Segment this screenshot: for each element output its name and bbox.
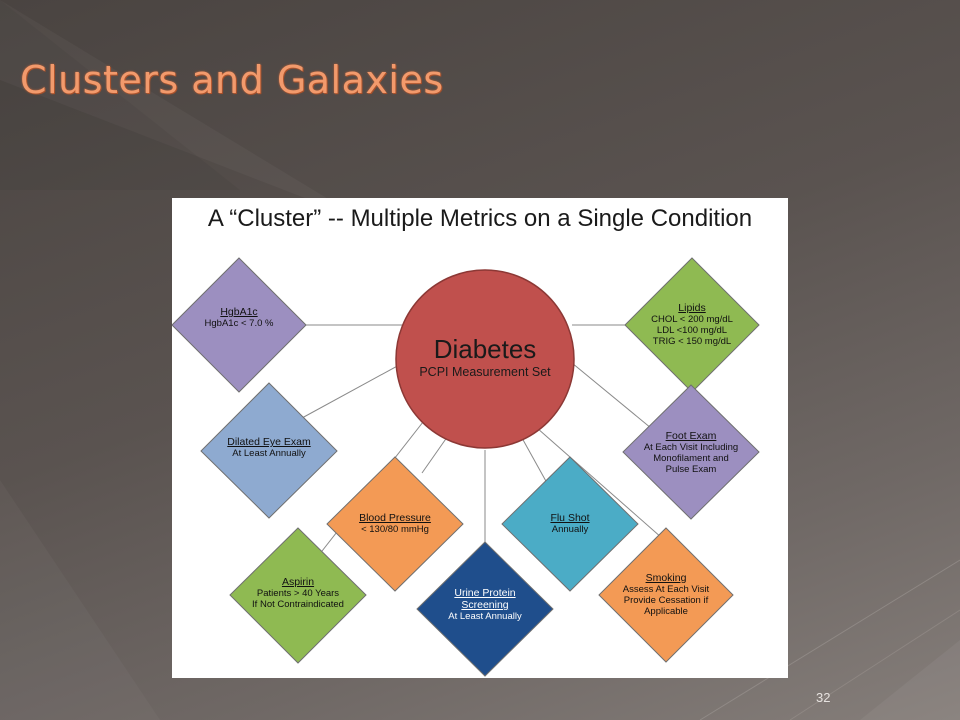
node-flu-shot-detail: Annually <box>551 524 589 535</box>
node-foot-exam-title: Foot Exam <box>665 430 717 442</box>
node-lipids-title: Lipids <box>678 302 706 314</box>
node-urine-protein-screening-detail: At Least Annually <box>448 611 522 622</box>
node-urine-protein-screening: Urine Protein Screening At Least Annuall… <box>440 587 530 622</box>
connector-foot-exam <box>571 362 658 434</box>
node-lipids: Lipids CHOL < 200 mg/dL LDL <100 mg/dL T… <box>640 302 744 347</box>
connectors <box>282 324 663 584</box>
node-urine-protein-screening-title: Urine Protein Screening <box>454 587 516 611</box>
center-main-label: Diabetes <box>433 334 537 364</box>
node-aspirin-title: Aspirin <box>281 576 315 588</box>
center-label: Diabetes PCPI Measurement Set <box>396 334 574 380</box>
node-blood-pressure-title: Blood Pressure <box>359 512 431 524</box>
node-smoking-detail-2: Provide Cessation if <box>623 595 709 606</box>
diamond-aspirin <box>229 527 367 664</box>
node-hgba1c-detail: HgbA1c < 7.0 % <box>204 318 274 329</box>
connector-flu-shot <box>521 437 548 484</box>
node-dilated-eye-exam-title: Dilated Eye Exam <box>227 436 311 448</box>
center-sub-label: PCPI Measurement Set <box>419 365 551 379</box>
node-flu-shot-title: Flu Shot <box>550 512 590 524</box>
diagram-title: A “Cluster” -- Multiple Metrics on a Sin… <box>207 205 753 232</box>
node-smoking-detail-3: Applicable <box>644 606 688 617</box>
node-blood-pressure: Blood Pressure < 130/80 mmHg <box>345 512 445 535</box>
page-number: 32 <box>816 690 831 705</box>
node-hgba1c: HgbA1c HgbA1c < 7.0 % <box>189 306 289 329</box>
node-foot-exam-detail-3: Pulse Exam <box>665 464 717 475</box>
metric-diamonds <box>172 257 760 677</box>
node-foot-exam-detail-1: At Each Visit Including <box>643 442 739 453</box>
diagram-panel: A “Cluster” -- Multiple Metrics on a Sin… <box>172 198 788 678</box>
node-flu-shot: Flu Shot Annually <box>525 512 615 535</box>
diagram-canvas <box>172 257 760 677</box>
diamond-blood-pressure <box>326 456 464 592</box>
diamond-dilated-eye-exam <box>200 382 338 519</box>
diamond-smoking <box>598 527 734 663</box>
node-aspirin: Aspirin Patients > 40 Years If Not Contr… <box>240 576 356 610</box>
node-foot-exam: Foot Exam At Each Visit Including Monofi… <box>631 430 751 475</box>
node-lipids-detail-2: LDL <100 mg/dL <box>656 325 728 336</box>
node-lipids-detail-3: TRIG < 150 mg/dL <box>652 336 732 347</box>
node-dilated-eye-exam-detail: At Least Annually <box>232 448 306 459</box>
node-dilated-eye-exam: Dilated Eye Exam At Least Annually <box>214 436 324 459</box>
diamond-flu-shot <box>501 456 639 592</box>
slide-title: Clusters and Galaxies <box>20 58 444 102</box>
node-smoking: Smoking Assess At Each Visit Provide Ces… <box>606 572 726 617</box>
diamond-foot-exam <box>622 384 760 520</box>
node-foot-exam-detail-2: Monofilament and <box>653 453 729 464</box>
node-smoking-detail-1: Assess At Each Visit <box>622 584 710 595</box>
node-smoking-title: Smoking <box>645 572 687 584</box>
connector-smoking <box>536 427 663 539</box>
center-circle <box>395 269 575 449</box>
node-blood-pressure-detail: < 130/80 mmHg <box>361 524 429 535</box>
diamond-urine-protein-screening <box>416 541 554 677</box>
diamond-hgba1c <box>172 257 307 393</box>
node-aspirin-detail-2: If Not Contraindicated <box>252 599 344 610</box>
node-aspirin-detail-1: Patients > 40 Years <box>256 588 340 599</box>
node-lipids-detail-1: CHOL < 200 mg/dL <box>651 314 733 325</box>
node-hgba1c-title: HgbA1c <box>220 306 258 318</box>
connector-dilated-eye-exam <box>301 357 413 419</box>
